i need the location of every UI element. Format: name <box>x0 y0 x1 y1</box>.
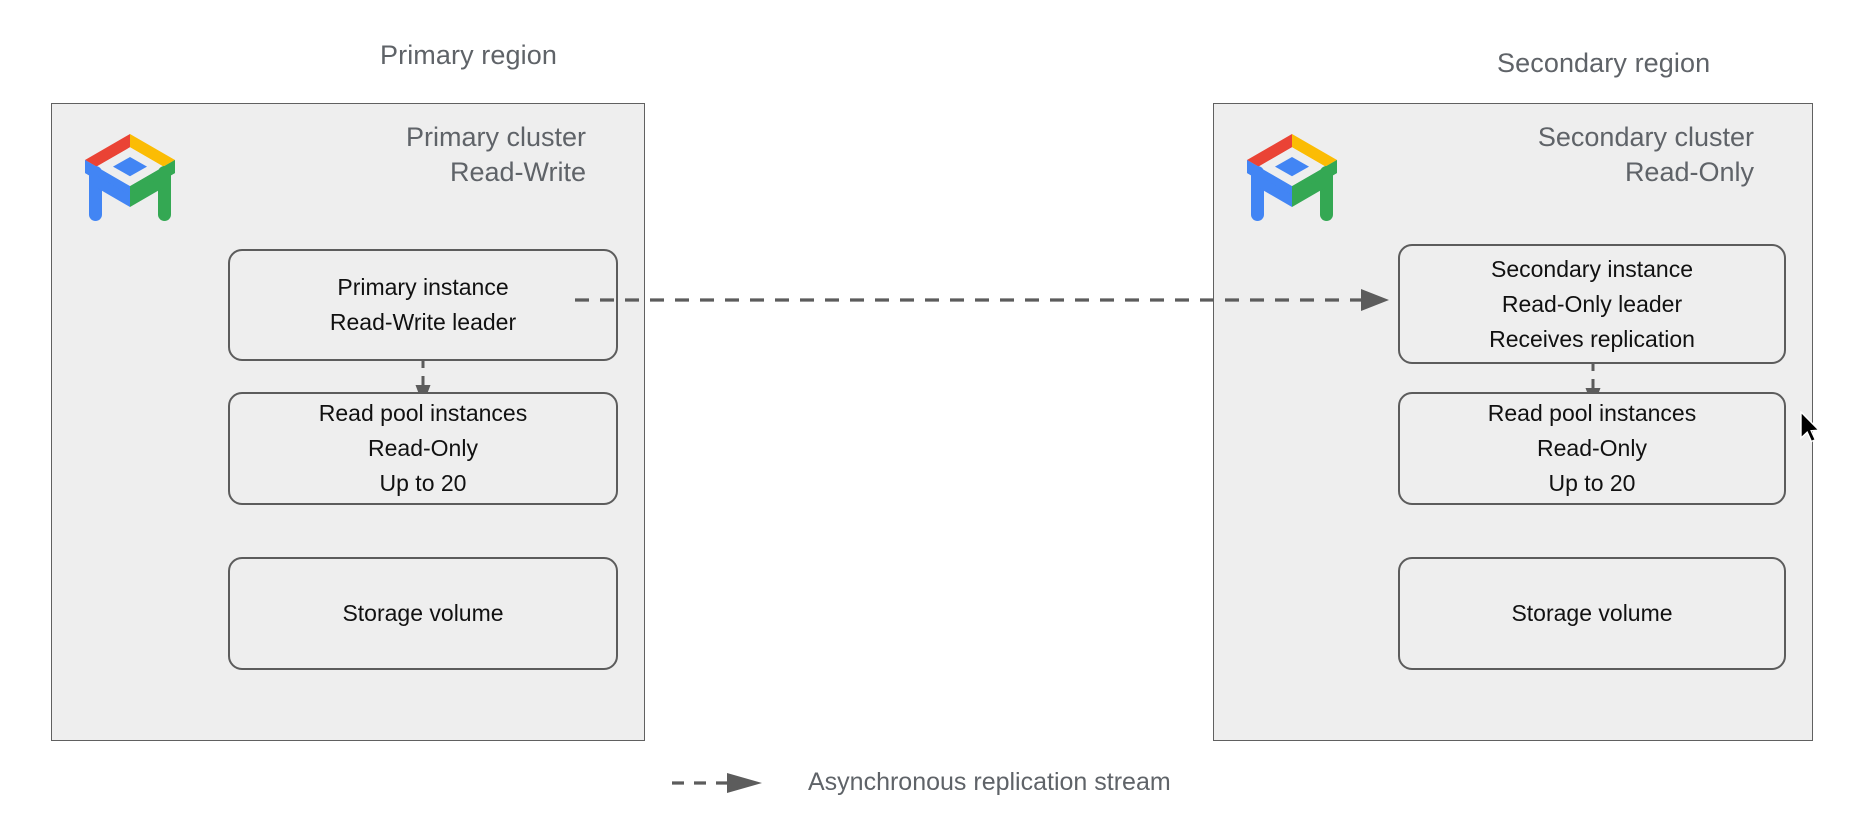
legend: Asynchronous replication stream <box>672 768 1171 797</box>
secondary-region-title: Secondary region <box>1497 48 1711 78</box>
secondary-cluster-title: Secondary cluster Read-Only <box>1537 122 1754 187</box>
legend-label: Asynchronous replication stream <box>808 768 1171 796</box>
alloydb-logo <box>85 134 175 221</box>
alloydb-logo <box>1247 134 1337 221</box>
primary-region-title: Primary region <box>380 40 557 70</box>
node-primary-read-pool[interactable]: Read pool instances Read-Only Up to 20 <box>228 392 618 505</box>
node-secondary-read-pool[interactable]: Read pool instances Read-Only Up to 20 <box>1398 392 1786 505</box>
legend-dashed-arrow-icon <box>672 772 762 793</box>
node-secondary-storage-volume[interactable]: Storage volume <box>1398 557 1786 670</box>
secondary-cluster-panel: Secondary cluster Read-Only Secondary in… <box>1213 103 1813 741</box>
node-primary-instance[interactable]: Primary instance Read-Write leader <box>228 249 618 361</box>
asynchronous-replication-arrow <box>575 289 1389 311</box>
node-secondary-instance[interactable]: Secondary instance Read-Only leader Rece… <box>1398 244 1786 364</box>
primary-cluster-title: Primary cluster Read-Write <box>405 122 586 187</box>
primary-cluster-panel: Primary cluster Read-Write <box>51 103 645 741</box>
node-primary-storage-volume[interactable]: Storage volume <box>228 557 618 670</box>
